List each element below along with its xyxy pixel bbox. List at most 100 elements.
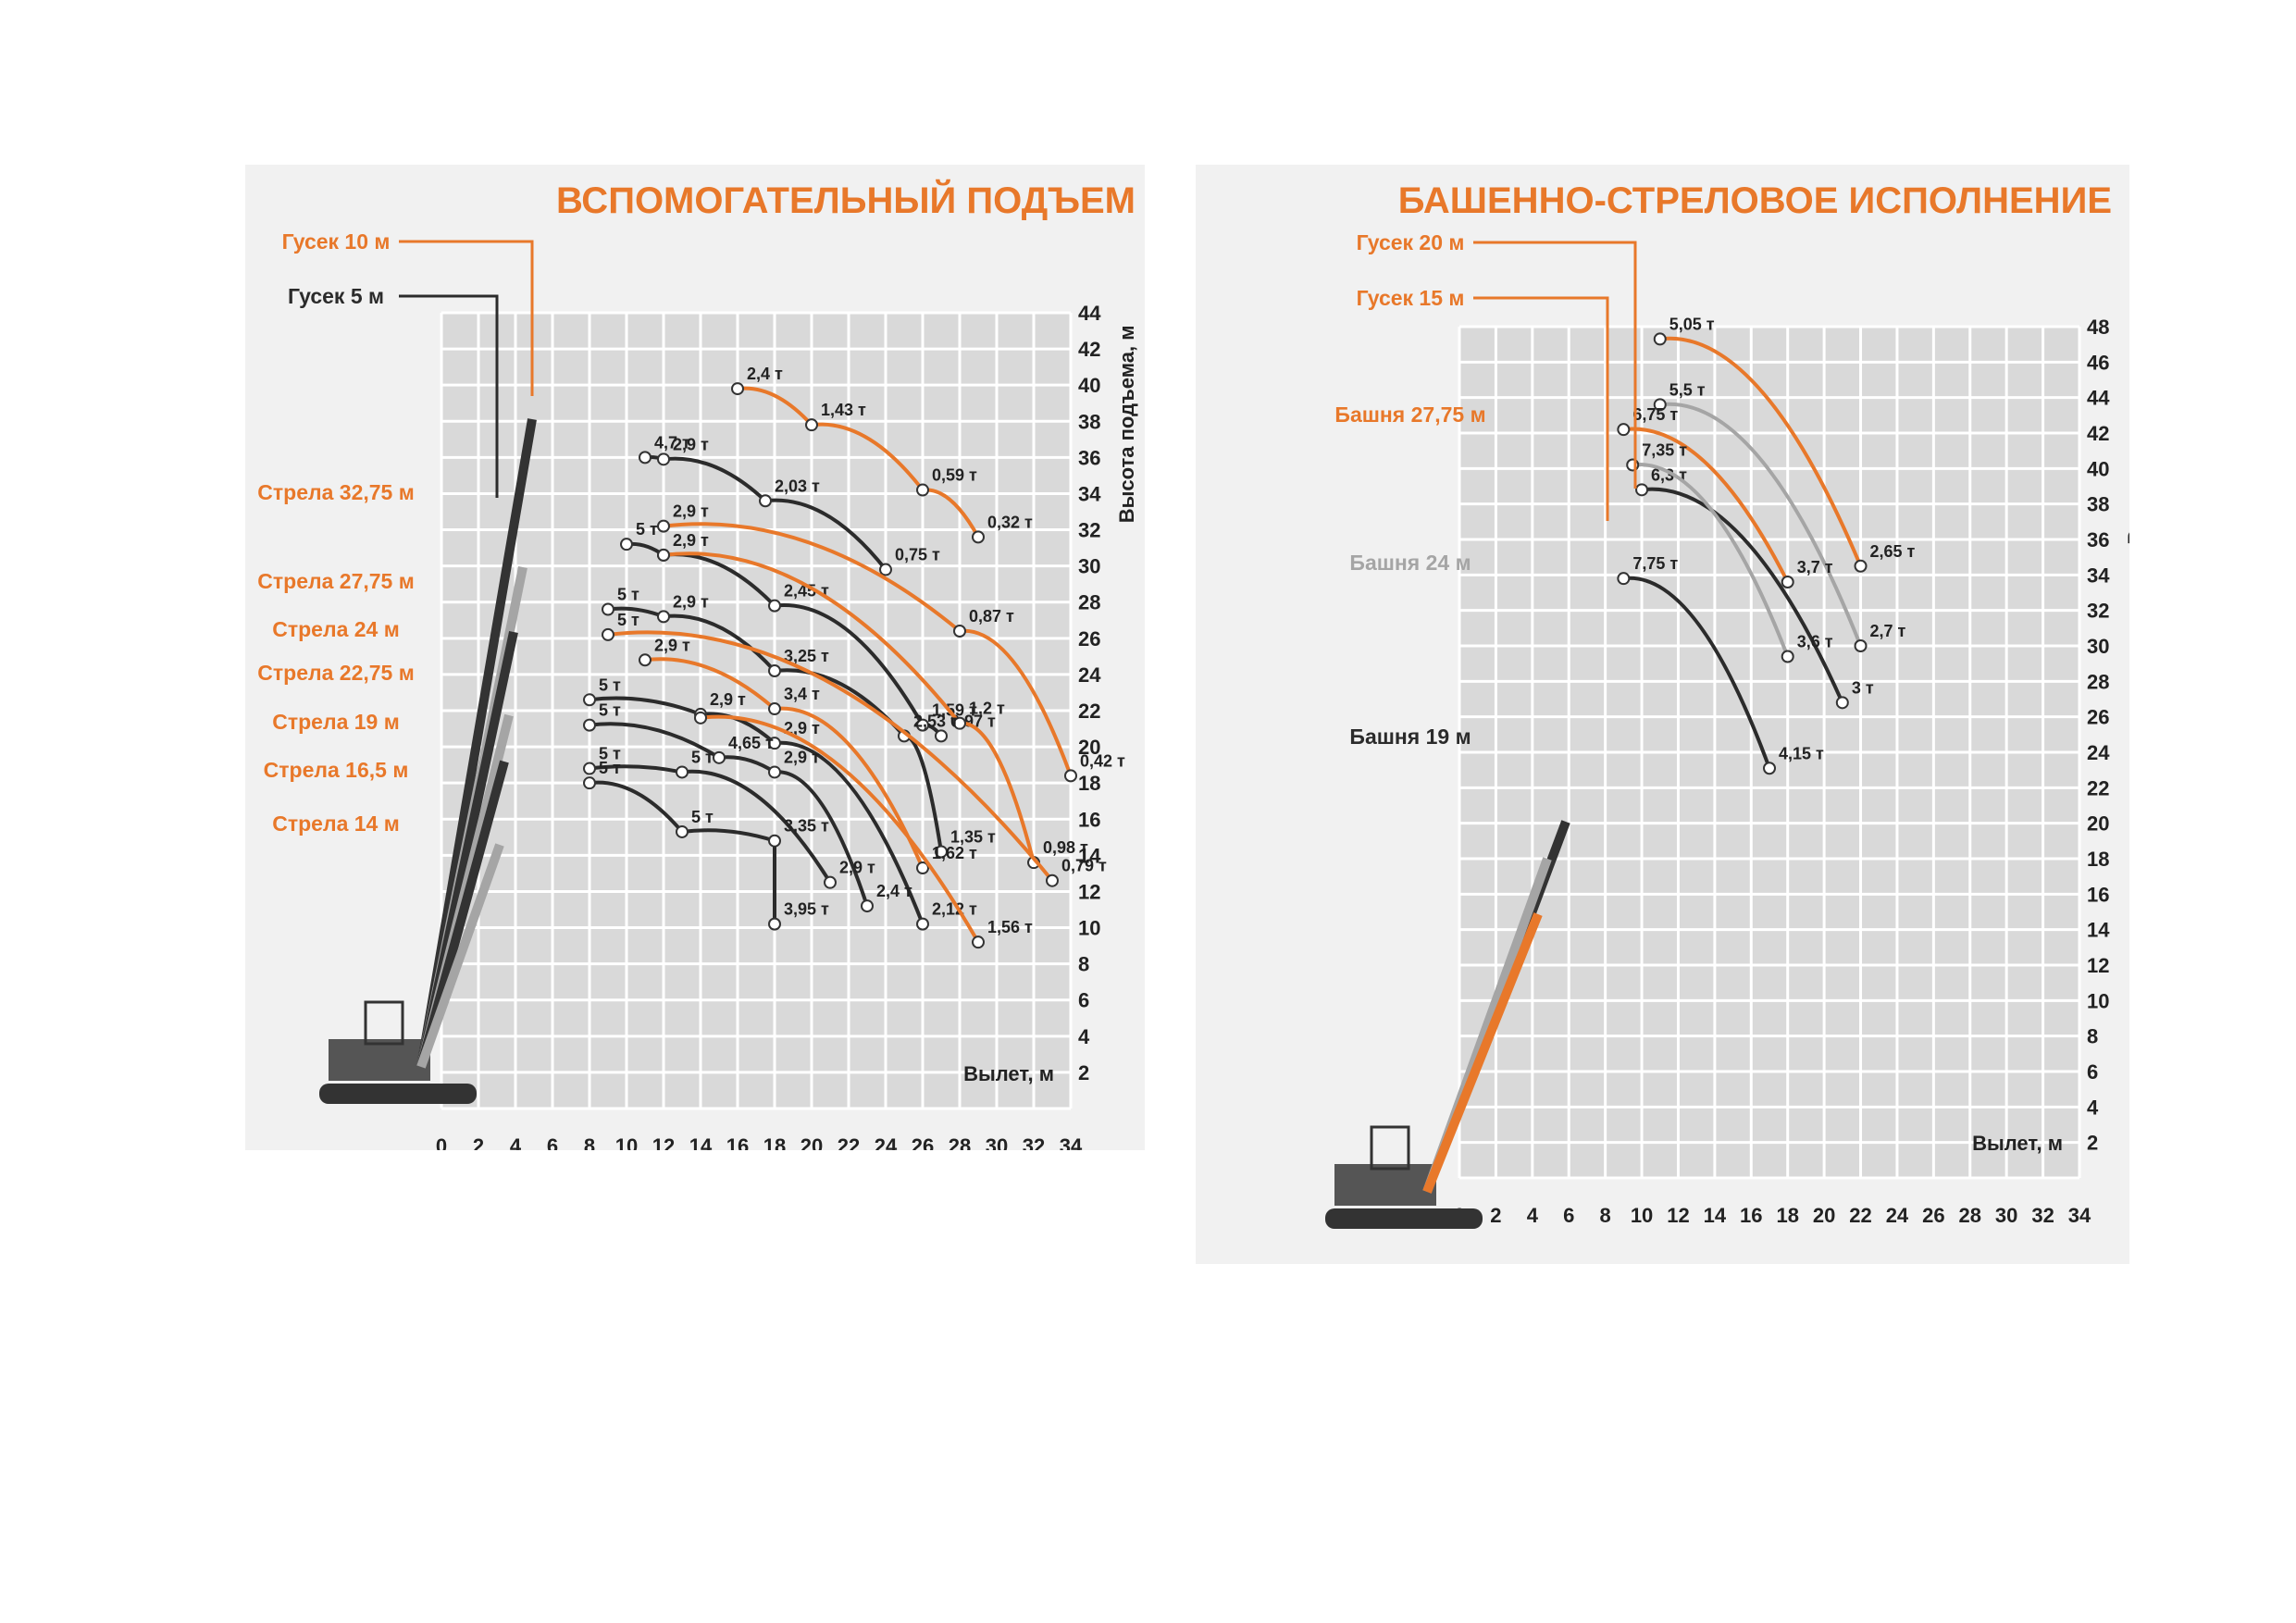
series-line bbox=[1641, 487, 1844, 704]
data-label: 0,75 т bbox=[895, 546, 940, 564]
series-line bbox=[1632, 463, 1790, 658]
data-point bbox=[1835, 696, 1849, 710]
x-tick-label: 20 bbox=[1813, 1204, 1835, 1227]
y-tick-label: 24 bbox=[2087, 741, 2110, 764]
y-tick-label: 24 bbox=[1078, 663, 1101, 687]
data-point bbox=[1046, 873, 1059, 887]
x-tick-label: 8 bbox=[1600, 1204, 1611, 1227]
data-label: 3,95 т bbox=[784, 900, 829, 919]
data-label: 5 т bbox=[617, 586, 639, 604]
x-tick-label: 22 bbox=[838, 1134, 860, 1150]
series-line bbox=[1659, 402, 1863, 647]
y-tick-label: 16 bbox=[2087, 883, 2109, 906]
x-tick-label: 14 bbox=[689, 1134, 713, 1150]
x-tick-label: 22 bbox=[1849, 1204, 1871, 1227]
y-tick-label: 34 bbox=[1078, 482, 1101, 505]
x-axis-label: Вылет, м bbox=[1972, 1132, 2063, 1155]
x-tick-label: 16 bbox=[1740, 1204, 1762, 1227]
data-label: 5 т bbox=[636, 520, 658, 539]
y-tick-label: 40 bbox=[2087, 457, 2109, 480]
annotation-label: Стрела 16,5 м bbox=[264, 758, 409, 782]
y-axis-label: Высота подъема, м bbox=[1115, 326, 1138, 524]
y-tick-label: 18 bbox=[1078, 772, 1100, 795]
data-label: 1,62 т bbox=[932, 844, 977, 862]
data-label: 7,75 т bbox=[1632, 554, 1678, 573]
series-line bbox=[589, 780, 777, 924]
data-point bbox=[1653, 332, 1667, 346]
series-line bbox=[589, 696, 925, 925]
data-point bbox=[583, 693, 596, 707]
data-point bbox=[953, 625, 966, 638]
y-tick-label: 22 bbox=[2087, 776, 2109, 799]
data-point bbox=[768, 834, 781, 848]
data-label: 2,9 т bbox=[784, 719, 820, 737]
x-tick-label: 18 bbox=[763, 1134, 786, 1150]
y-tick-label: 34 bbox=[2087, 564, 2110, 587]
y-tick-label: 4 bbox=[1078, 1025, 1090, 1048]
x-tick-label: 18 bbox=[1776, 1204, 1798, 1227]
y-tick-label: 48 bbox=[2087, 316, 2109, 339]
series-line bbox=[589, 764, 832, 884]
data-point bbox=[768, 599, 781, 613]
data-point bbox=[731, 382, 744, 396]
x-tick-label: 26 bbox=[912, 1134, 934, 1150]
y-tick-label: 28 bbox=[2087, 670, 2109, 693]
y-tick-label: 40 bbox=[1078, 374, 1100, 397]
data-label: 0,42 т bbox=[1080, 751, 1125, 770]
data-point bbox=[768, 917, 781, 931]
y-tick-label: 14 bbox=[2087, 919, 2110, 942]
x-tick-label: 4 bbox=[510, 1134, 522, 1150]
x-tick-label: 16 bbox=[726, 1134, 749, 1150]
data-label: 2,53 т bbox=[913, 712, 959, 730]
crane-track bbox=[1325, 1208, 1483, 1229]
data-point bbox=[620, 538, 633, 551]
annotation-label: Стрела 32,75 м bbox=[257, 480, 414, 504]
y-tick-label: 12 bbox=[2087, 954, 2109, 977]
y-tick-label: 2 bbox=[1078, 1061, 1089, 1084]
y-tick-label: 44 bbox=[1078, 302, 1101, 325]
x-tick-label: 2 bbox=[473, 1134, 484, 1150]
data-point bbox=[953, 716, 966, 730]
data-label: 1,56 т bbox=[987, 918, 1033, 936]
annotation-label: Стрела 24 м bbox=[272, 617, 400, 641]
data-point bbox=[1617, 572, 1631, 586]
x-tick-label: 34 bbox=[1060, 1134, 1083, 1150]
x-tick-label: 12 bbox=[652, 1134, 675, 1150]
x-tick-label: 2 bbox=[1490, 1204, 1501, 1227]
data-label: 5 т bbox=[599, 701, 621, 720]
data-point bbox=[1854, 559, 1868, 573]
data-point bbox=[657, 452, 670, 466]
data-point bbox=[879, 563, 892, 576]
leader-line bbox=[1473, 296, 1609, 521]
leader-line bbox=[399, 240, 534, 396]
y-tick-label: 42 bbox=[1078, 338, 1100, 361]
crane-mast bbox=[1370, 1125, 1410, 1171]
data-point bbox=[602, 627, 614, 641]
data-point bbox=[972, 530, 985, 544]
data-label: 3,6 т bbox=[1797, 633, 1833, 651]
data-point bbox=[935, 845, 948, 859]
y-tick-label: 38 bbox=[1078, 410, 1100, 433]
series-line bbox=[644, 657, 925, 869]
annotation-label: Башня 27,75 м bbox=[1334, 403, 1485, 427]
y-tick-label: 36 bbox=[1078, 446, 1100, 469]
data-point bbox=[768, 702, 781, 716]
data-label: 0,32 т bbox=[987, 513, 1033, 531]
y-axis-label: Высота подъема, м bbox=[2124, 347, 2129, 545]
data-label: 1,43 т bbox=[821, 401, 866, 419]
data-label: 2,03 т bbox=[775, 477, 820, 495]
y-tick-label: 30 bbox=[2087, 635, 2109, 658]
data-label: 0,98 т bbox=[1043, 838, 1088, 857]
data-label: 2,7 т bbox=[1870, 622, 1906, 640]
y-tick-label: 8 bbox=[2087, 1025, 2098, 1048]
series-line bbox=[700, 714, 980, 944]
chart-title: ВСПОМОГАТЕЛЬНЫЙ ПОДЪЕМ bbox=[556, 179, 1136, 221]
data-point bbox=[916, 861, 929, 875]
data-label: 2,9 т bbox=[673, 502, 709, 521]
annotation-label: Гусек 20 м bbox=[1357, 230, 1465, 254]
x-tick-label: 20 bbox=[800, 1134, 823, 1150]
data-point bbox=[583, 776, 596, 790]
x-tick-label: 10 bbox=[1631, 1204, 1653, 1227]
crane-boom bbox=[1422, 912, 1543, 1194]
